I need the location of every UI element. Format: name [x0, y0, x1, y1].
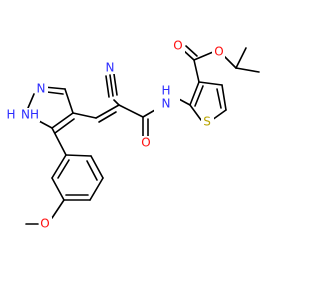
- bonds: [25, 45, 260, 225]
- thiophene-c2-c3-bond-b: [194, 85, 204, 107]
- thiophene-c3-c4-bond: [198, 81, 223, 86]
- ester-c-o-bond: [193, 51, 214, 61]
- ester-o-ch-bond: [223, 55, 237, 69]
- amide-oxygen-label: O: [141, 136, 150, 150]
- c3-to-ester-carbon-bond: [193, 59, 200, 83]
- alpha-to-amide-bond: [118, 104, 144, 118]
- nitrile-triple-bond-a: [109, 74, 114, 97]
- phenyl-bond-2a: [90, 155, 104, 179]
- amide-nh-h-label: H: [161, 84, 170, 98]
- thiophene-sulfur-label: S: [203, 115, 211, 129]
- nitrile-triple-bond-c: [113, 73, 118, 96]
- ester-carbonyl-oxygen-label: O: [173, 39, 182, 53]
- ester-oxygen-label: O: [214, 45, 223, 59]
- phenyl-bond-1: [65, 154, 92, 157]
- isopropyl-ch3-b-bond: [235, 67, 260, 73]
- structure-svg: N N NH H N H O O O S O: [6, 39, 260, 231]
- thiophene-c2-c3-bond-a: [189, 81, 200, 106]
- vinyl-double-bond-a: [95, 104, 120, 119]
- pyrazole-nh-h-label: H: [6, 108, 15, 122]
- thiophene-c5-s-bond: [211, 109, 227, 121]
- pyrazole-n1-c5-bond: [38, 120, 53, 129]
- phenyl-bond-6b: [57, 159, 70, 179]
- pyrazole-nh-label: NH: [21, 108, 39, 122]
- thiophene-c4-c5-bond-a: [221, 84, 227, 111]
- pyrazole-n2-n1-bond: [27, 93, 35, 109]
- nitrile-nitrogen-label: N: [106, 61, 115, 75]
- amide-nitrogen-label: N: [162, 97, 171, 111]
- phenyl-bond-5: [51, 177, 65, 201]
- pyrazole-c5-c4-bond-b: [54, 118, 75, 134]
- phenyl-bond-6a: [51, 154, 67, 179]
- pyrazole-c5-c4-bond-a: [51, 112, 74, 129]
- phenyl-bond-3: [89, 177, 104, 201]
- molecule-structure-diagram: N N NH H N H O O O S O: [6, 39, 260, 231]
- pyrazole-n2-label: N: [37, 82, 46, 96]
- pyrazole-to-phenyl-bond: [51, 127, 67, 156]
- ester-carbonyl-bond-b: [185, 45, 198, 57]
- pyrazole-c4-c3-bond: [64, 88, 74, 114]
- alpha-to-nitrile-bond: [113, 99, 120, 106]
- phenyl-bond-2b: [86, 160, 98, 181]
- thiophene-c4-c5-bond-b: [216, 88, 222, 109]
- pyrazole-c3-n2-bond-b: [46, 91, 64, 95]
- atom-labels: N N NH H N H O O O S O: [6, 39, 225, 231]
- phenyl-to-methoxy-o-bond: [51, 199, 65, 219]
- thiophene-s-c2-bond: [189, 104, 202, 121]
- methoxy-oxygen-label: O: [40, 217, 49, 231]
- vinyl-to-pyrazole-bond: [72, 112, 97, 119]
- vinyl-double-bond-b: [98, 111, 117, 123]
- nitrile-triple-bond-b: [105, 75, 110, 98]
- amide-c-n-bond: [142, 109, 156, 118]
- isopropyl-ch3-a-bond: [235, 47, 247, 69]
